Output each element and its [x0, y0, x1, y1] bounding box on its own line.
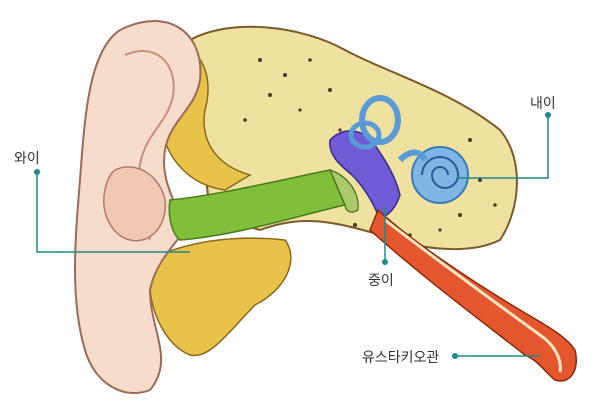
inner-ear-labyrinth	[348, 95, 469, 204]
eustachian-tube	[369, 208, 577, 382]
bone-speckles	[243, 58, 497, 237]
label-inner-ear: 내이	[530, 96, 556, 112]
eustachian-tube-lumen	[384, 218, 562, 373]
label-eustachian-tube: 유스타키오관	[362, 350, 440, 366]
label-middle-ear: 중이	[368, 273, 394, 289]
concha	[103, 166, 166, 242]
inner-ear-leader	[458, 115, 549, 179]
lower-cartilage	[149, 237, 292, 357]
leader-dots	[34, 112, 551, 359]
eardrum	[328, 169, 359, 213]
ear-canal	[168, 169, 347, 241]
label-outer-ear: 와이	[14, 151, 40, 167]
leader-lines	[36, 115, 549, 357]
outer-ear-leader	[36, 172, 190, 253]
